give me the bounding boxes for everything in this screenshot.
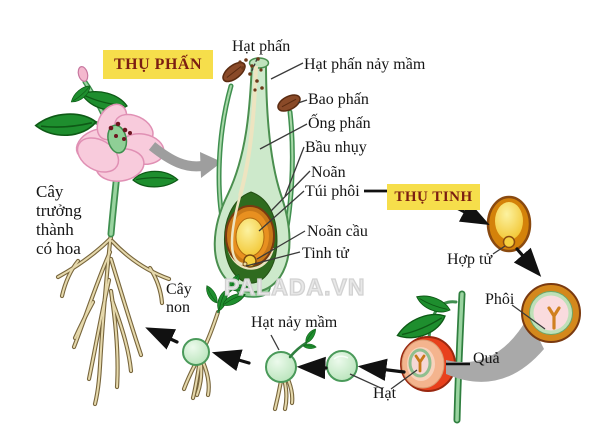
- label-fruit: Quả: [473, 350, 500, 367]
- embryo-in-fruit: [414, 354, 426, 373]
- label-young-plant: Cây non: [166, 281, 192, 317]
- fruit-on-branch: [393, 288, 466, 424]
- label-pollen-germinating: Hạt phấn nảy mầm: [304, 56, 426, 73]
- mature-plant-illustration: [34, 66, 292, 409]
- pollen-tube-shape: [238, 65, 258, 197]
- pollination-badge: THỤ PHẤN: [103, 50, 213, 79]
- arrow-seedling-to-plant: [145, 327, 179, 350]
- leader-lines: [245, 58, 546, 390]
- label-line: có hoa: [36, 239, 81, 259]
- leaf: [393, 311, 449, 342]
- label-embryo-sac: Túi phôi: [305, 183, 360, 200]
- anther-right: [277, 94, 301, 112]
- sperm-cell-shape: [242, 261, 248, 267]
- flower-stamens: [108, 121, 132, 141]
- label-zygote: Hợp tử: [447, 251, 493, 268]
- label-line: thành: [36, 220, 74, 240]
- label-egg-cell: Noãn cầu: [307, 223, 368, 240]
- flower-illustration: [75, 103, 165, 182]
- label-pollen-tube: Ống phấn: [308, 115, 371, 132]
- anther-left: [222, 61, 246, 83]
- label-seed: Hạt: [373, 385, 397, 402]
- flower-pistil-tube: [107, 124, 128, 154]
- arrow-zygote-to-seed: [513, 247, 542, 277]
- germinating-seed-illustration: [265, 327, 320, 383]
- label-embryo: Phôi: [485, 291, 515, 308]
- seed-ball: [326, 350, 358, 382]
- label-ovule: Noãn: [311, 164, 346, 181]
- label-germinating-seed: Hạt nảy mầm: [251, 314, 338, 331]
- seedling-illustration: [182, 272, 250, 366]
- arrow-germination-to-seedling: [211, 349, 251, 372]
- zygote-cell: [486, 195, 532, 253]
- label-line: Cây: [166, 281, 192, 298]
- flower-bud: [77, 66, 89, 82]
- fertilization-badge: THỤ TINH: [387, 184, 480, 210]
- zygote-nucleus: [502, 235, 516, 249]
- pollen-tube-in-ovary: [230, 195, 247, 266]
- magnify-arrow-flower-to-pistil: [148, 142, 222, 178]
- label-line: Cây: [36, 182, 64, 201]
- arrow-fruit-to-seed: [357, 358, 406, 381]
- label-line: trưởng: [36, 201, 82, 221]
- embryo-sac-shape: [235, 217, 265, 257]
- embryo-shape: [547, 306, 561, 330]
- label-pistil-ovary: Bầu nhụy: [305, 139, 367, 156]
- magnify-swoosh-seed: [446, 317, 544, 382]
- pistil-cross-section: [213, 57, 301, 298]
- label-line: non: [166, 298, 190, 316]
- label-pollen: Hạt phấn: [232, 38, 291, 55]
- seed-with-embryo: [521, 283, 581, 343]
- label-sperm-cell: Tinh tử: [302, 245, 349, 262]
- watermark: PALADA.VN: [223, 273, 366, 300]
- label-mature-plant: Cây trưởng thành có hoa: [36, 182, 82, 258]
- label-anther: Bao phấn: [308, 91, 369, 108]
- arrow-seed-to-germination: [296, 356, 328, 380]
